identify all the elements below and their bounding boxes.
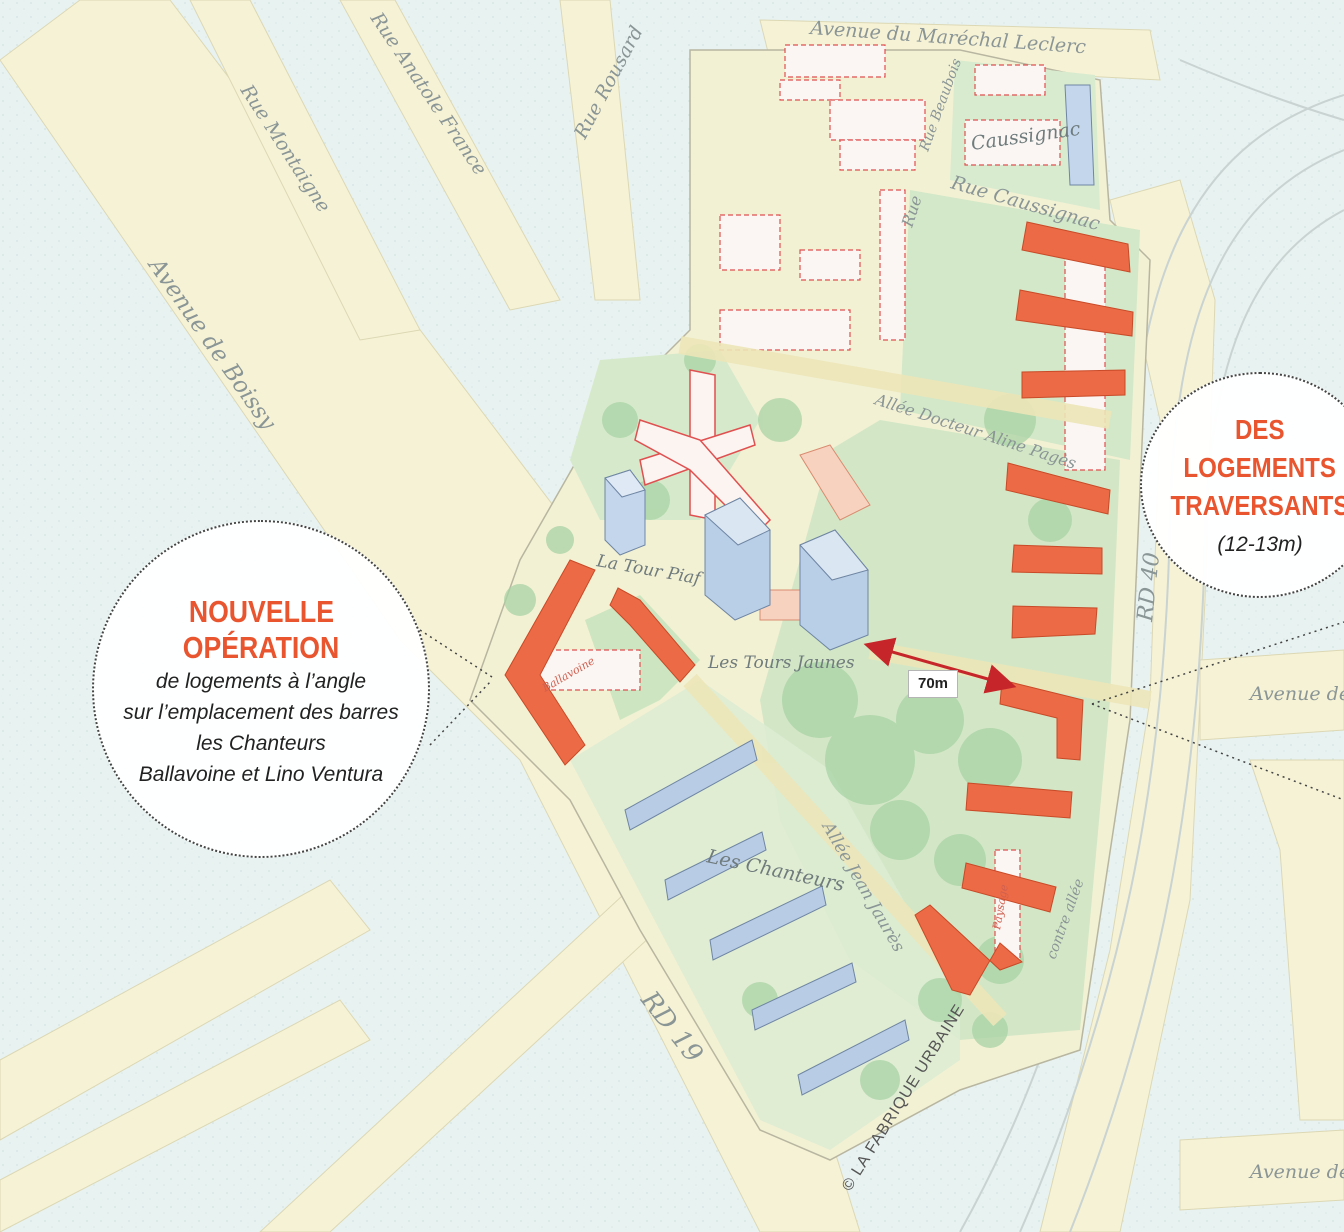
new-building-east-l	[999, 679, 1084, 761]
new-building-east-8	[961, 862, 1057, 913]
new-building-east-6	[1011, 605, 1098, 639]
new-building-east-7	[965, 782, 1073, 819]
callout-left-title-1: NOUVELLE	[188, 594, 334, 629]
former-buildings	[539, 44, 1106, 961]
new-building-corner	[914, 904, 1023, 996]
distance-arrow	[863, 637, 1017, 694]
road-rue-rousard	[559, 0, 641, 301]
label-avenue-de-right-2: Avenue de	[1248, 1161, 1344, 1183]
road-rue-anatole-france	[339, 0, 561, 311]
callout-nouvelle-operation: NOUVELLE OPÉRATION de logements à l’angl…	[92, 520, 430, 858]
callout-left-line-2: sur l’emplacement des barres	[123, 701, 399, 724]
tower-la-tour-piaf	[604, 469, 646, 556]
callout-right-title-3: TRAVERSANTS	[1170, 489, 1344, 521]
callout-leaders	[419, 621, 1344, 801]
tower-jaunes-1	[704, 497, 771, 621]
callout-left-line-3: les Chanteurs	[196, 732, 326, 755]
road-rue-montaigne	[189, 0, 421, 341]
callout-left-line-1: de logements à l’angle	[155, 670, 367, 693]
label-avenue-de-right-1: Avenue de	[1248, 683, 1344, 705]
new-building-angle	[504, 559, 596, 766]
callout-right-title-2: LOGEMENTS	[1183, 451, 1337, 483]
new-building-courtyard	[609, 587, 696, 683]
new-building-east-2	[1015, 289, 1134, 337]
distance-label: 70m	[908, 670, 958, 698]
label-les-tours-jaunes: Les Tours Jaunes	[707, 653, 855, 673]
existing-towers	[604, 84, 1095, 1096]
callout-logements-traversants: DES LOGEMENTS TRAVERSANTS (12-13m)	[1140, 372, 1344, 598]
new-building-east-5	[1011, 544, 1103, 575]
chanteurs-bars	[624, 739, 910, 1096]
callout-right-dimension: (12-13m)	[1217, 532, 1303, 556]
road-right-block	[1249, 759, 1344, 1121]
tower-jaunes-2	[799, 529, 869, 651]
tower-caussignac	[1064, 84, 1095, 186]
road-right-lower	[1179, 1129, 1344, 1211]
new-building-east-3	[1021, 369, 1126, 399]
new-building-east-1	[1021, 221, 1131, 273]
road-right-upper	[1199, 649, 1344, 741]
callout-right-title-1: DES	[1235, 413, 1285, 445]
road-lower-left	[0, 879, 371, 1141]
callout-left-title-2: OPÉRATION	[182, 630, 340, 665]
road-bottom-left	[0, 999, 371, 1232]
new-buildings	[504, 221, 1134, 996]
callout-left-line-4: Ballavoine et Lino Ventura	[138, 763, 384, 786]
new-building-east-4	[1005, 462, 1111, 515]
